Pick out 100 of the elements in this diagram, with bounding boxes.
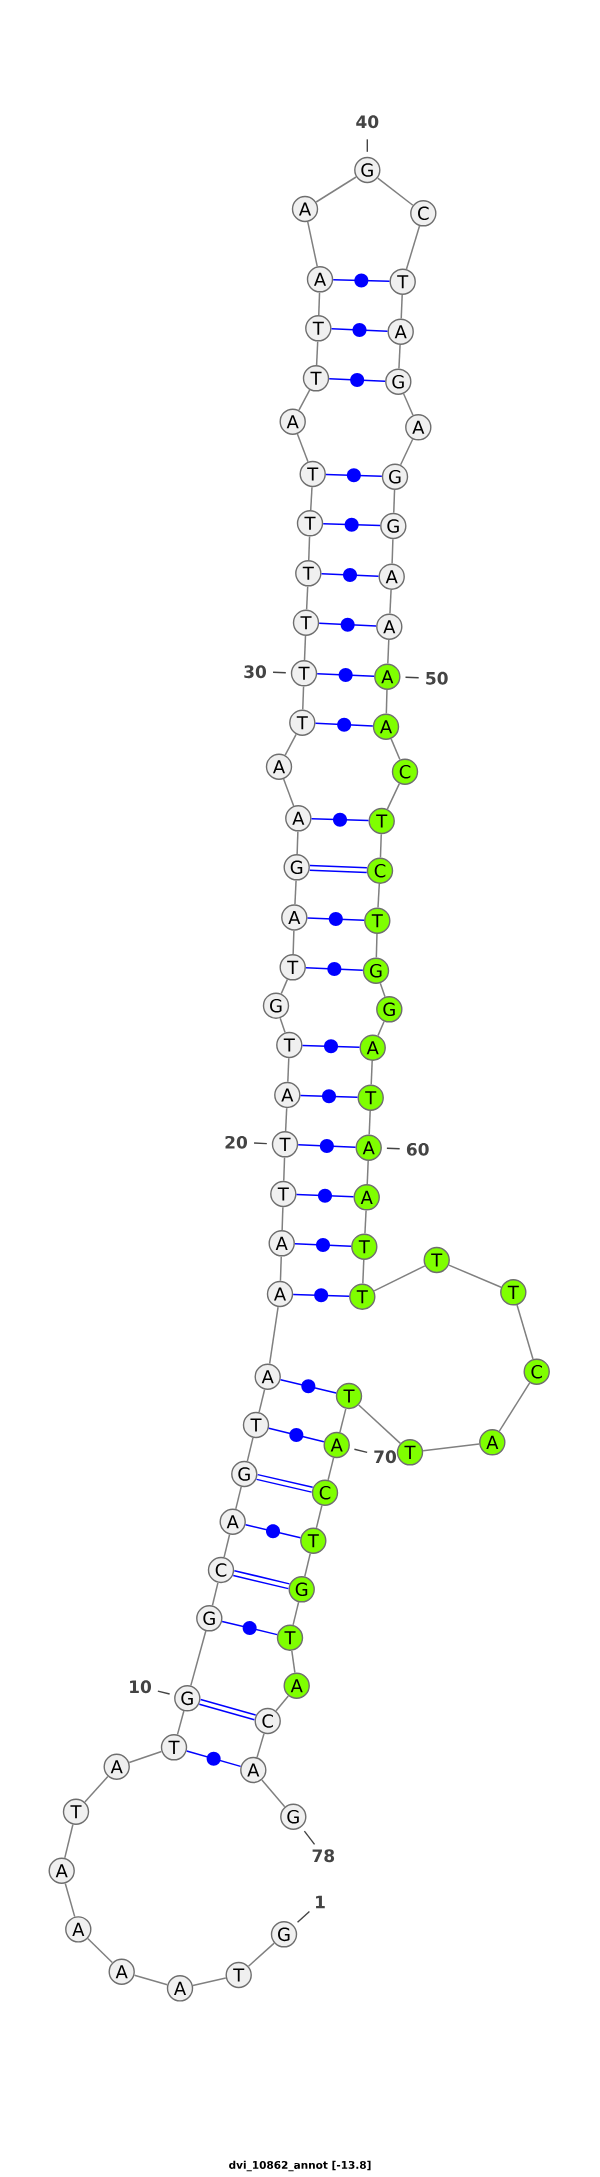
backbone-line bbox=[368, 1110, 371, 1136]
backbone-line bbox=[448, 1264, 502, 1288]
backbone-line bbox=[364, 1209, 367, 1235]
backbone-line bbox=[291, 1650, 296, 1674]
backbone-line bbox=[279, 1017, 286, 1034]
backbone-line bbox=[235, 1486, 242, 1510]
position-number: 20 bbox=[225, 1135, 247, 1149]
base-pair-line bbox=[314, 717, 374, 732]
backbone-line bbox=[247, 1942, 275, 1967]
backbone-line bbox=[422, 1443, 480, 1452]
backbone-line bbox=[375, 933, 378, 959]
backbone-line bbox=[389, 589, 392, 615]
backbone-line bbox=[362, 1259, 365, 1285]
leader-line bbox=[296, 1910, 311, 1923]
backbone-line bbox=[284, 1107, 288, 1132]
backbone-line bbox=[377, 177, 414, 206]
backbone-line bbox=[385, 689, 388, 715]
base-pair-line bbox=[292, 1288, 350, 1303]
backbone-line bbox=[190, 1630, 207, 1687]
backbone-line bbox=[405, 225, 421, 270]
backbone-line bbox=[287, 1057, 290, 1083]
backbone-line bbox=[366, 1160, 369, 1185]
position-number: 1 bbox=[316, 1895, 325, 1909]
base-pair-line bbox=[309, 864, 367, 874]
backbone-line bbox=[402, 393, 414, 416]
backbone-line bbox=[128, 1750, 163, 1764]
base-pair-line bbox=[330, 323, 389, 337]
leader-line bbox=[404, 676, 420, 679]
backbone-line bbox=[133, 1974, 169, 1986]
base-pair-line bbox=[199, 1698, 256, 1721]
base-pair-line bbox=[305, 962, 364, 976]
base-pair-line bbox=[325, 468, 383, 483]
leader-line bbox=[353, 1448, 368, 1454]
backbone-line bbox=[386, 782, 401, 810]
base-pair-line bbox=[295, 1188, 355, 1203]
backbone-line bbox=[315, 1504, 323, 1529]
backbone-line bbox=[279, 1255, 282, 1282]
backbone-line bbox=[283, 1156, 286, 1182]
backbone-line bbox=[292, 929, 295, 955]
backbone-line bbox=[84, 1775, 109, 1803]
backbone-line bbox=[211, 1582, 219, 1607]
backbone-line bbox=[318, 291, 321, 316]
caption: dvi_10862_annot [-13.8] bbox=[229, 2160, 371, 2172]
backbone-line bbox=[282, 778, 295, 807]
base-pair-line bbox=[322, 517, 381, 532]
backbone-line bbox=[304, 1552, 311, 1578]
backbone-line bbox=[258, 1388, 266, 1413]
backbone-line bbox=[370, 1060, 373, 1086]
backbone-line bbox=[387, 639, 390, 665]
leader-line bbox=[303, 1830, 316, 1846]
backbone-line bbox=[302, 685, 305, 711]
backbone-line bbox=[284, 733, 297, 756]
base-pair-line bbox=[328, 373, 386, 387]
backbone-line bbox=[87, 1937, 113, 1964]
backbone-line bbox=[307, 221, 318, 268]
backbone-line bbox=[296, 830, 299, 855]
backbone-line bbox=[298, 389, 311, 411]
backbone-line bbox=[275, 1695, 290, 1712]
leader-line bbox=[272, 671, 287, 674]
base-pair-line bbox=[221, 1620, 278, 1636]
backbone-line bbox=[192, 1977, 227, 1987]
leader-line bbox=[386, 1147, 401, 1150]
leader-line bbox=[157, 1690, 171, 1695]
backbone-line bbox=[400, 294, 403, 320]
backbone-line bbox=[176, 1710, 185, 1736]
base-pair-line bbox=[256, 1473, 313, 1493]
backbone-line bbox=[379, 833, 382, 859]
backbone-line bbox=[379, 982, 386, 998]
backbone-line bbox=[377, 1020, 385, 1037]
position-number: 40 bbox=[356, 115, 379, 129]
position-number: 60 bbox=[406, 1142, 429, 1156]
base-pair-line bbox=[318, 617, 377, 632]
base-pair-line bbox=[332, 273, 391, 288]
base-pair-line bbox=[297, 1139, 357, 1153]
backbone-line bbox=[377, 883, 381, 909]
backbone-line bbox=[64, 1823, 74, 1859]
position-number: 30 bbox=[244, 665, 266, 679]
backbone-line bbox=[399, 438, 414, 466]
backbone-line bbox=[516, 1304, 534, 1360]
backbone-line bbox=[294, 879, 297, 906]
backbone-line bbox=[292, 1601, 300, 1626]
backbone-line bbox=[373, 1265, 426, 1292]
base-pair-line bbox=[294, 1238, 352, 1252]
base-pair-line bbox=[185, 1750, 242, 1768]
backbone-line bbox=[308, 535, 311, 561]
backbone-line bbox=[256, 1732, 265, 1759]
backbone-line bbox=[310, 486, 313, 511]
base-pair-line bbox=[244, 1524, 302, 1539]
backbone-line bbox=[296, 433, 309, 463]
position-number: 70 bbox=[374, 1450, 396, 1464]
base-pair-line bbox=[299, 1089, 359, 1104]
base-pair-line bbox=[320, 568, 380, 582]
backbone-line bbox=[315, 176, 357, 203]
leader-line bbox=[253, 1142, 268, 1145]
base-pair-line bbox=[301, 1039, 361, 1054]
backbone-line bbox=[357, 1404, 402, 1445]
backbone-line bbox=[398, 344, 401, 370]
backbone-line bbox=[498, 1382, 531, 1432]
base-pair-line bbox=[279, 1379, 337, 1394]
leader-line bbox=[366, 138, 368, 153]
